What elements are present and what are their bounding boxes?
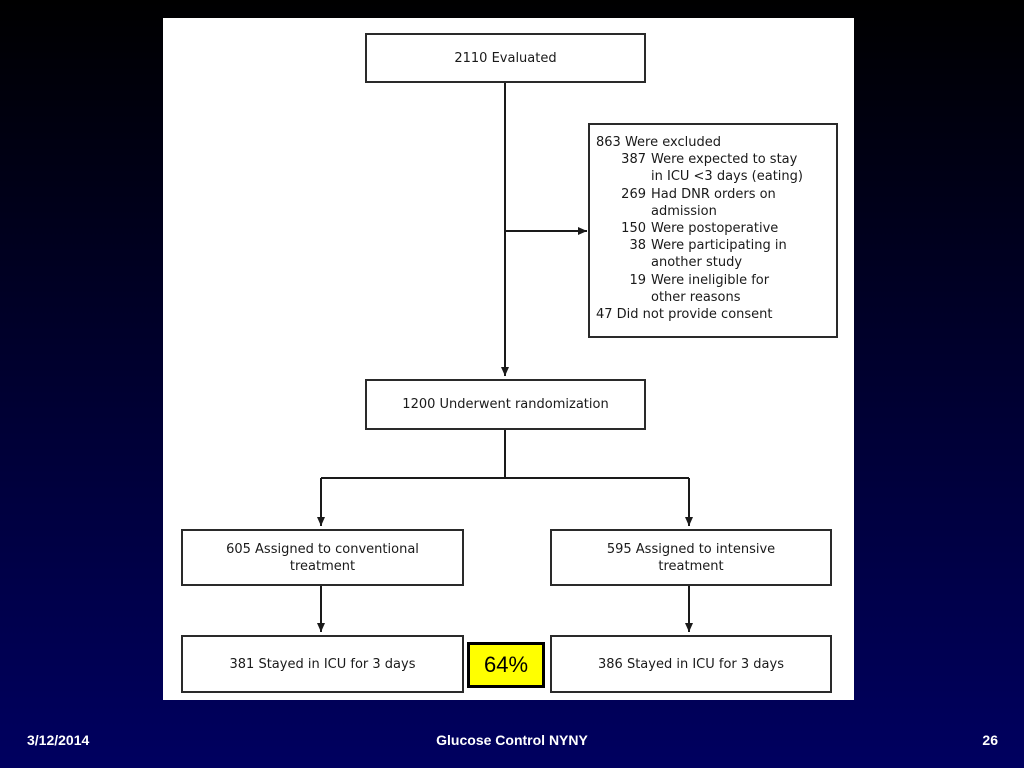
intensive-icu-label: 386 Stayed in ICU for 3 days bbox=[598, 656, 784, 672]
intensive-label-line2: treatment bbox=[658, 558, 724, 574]
footer-page-number: 26 bbox=[982, 732, 998, 748]
exclusion-count: 150 bbox=[621, 221, 646, 237]
exclusion-text: Were postoperative bbox=[651, 221, 779, 237]
intensive-label-line1: 595 Assigned to intensive bbox=[606, 541, 776, 557]
exclusion-count: 38 bbox=[629, 238, 646, 254]
randomization-box: 1200 Underwent randomization bbox=[365, 379, 646, 430]
footer-title: Glucose Control NYNY bbox=[436, 732, 588, 748]
conventional-icu-label: 381 Stayed in ICU for 3 days bbox=[229, 656, 416, 672]
excluded-box: 863 Were excluded 387 Were expected to s… bbox=[588, 123, 838, 338]
intensive-icu-box: 386 Stayed in ICU for 3 days bbox=[550, 635, 832, 693]
exclusion-count: 387 bbox=[621, 152, 646, 168]
exclusion-text: other reasons bbox=[651, 289, 741, 305]
exclusion-count: 269 bbox=[621, 186, 646, 202]
conventional-label-line1: 605 Assigned to conventional bbox=[226, 541, 419, 557]
excluded-header: 863 Were excluded bbox=[596, 135, 721, 150]
footer-date: 3/12/2014 bbox=[27, 732, 90, 748]
conventional-label-line2: treatment bbox=[289, 558, 356, 574]
exclusion-count: 19 bbox=[629, 272, 646, 288]
exclusion-text: Were ineligible for bbox=[651, 272, 770, 288]
exclusion-text: Had DNR orders on bbox=[651, 186, 776, 202]
flowchart-figure: 2110 Evaluated 863 Were excluded 387 Wer… bbox=[163, 18, 854, 700]
evaluated-box: 2110 Evaluated bbox=[365, 33, 646, 83]
exclusion-text: Were participating in bbox=[651, 238, 787, 254]
flowchart-connectors bbox=[317, 82, 693, 632]
excluded-footer: 47 Did not provide consent bbox=[596, 307, 773, 323]
percentage-highlight: 64% bbox=[467, 642, 545, 688]
evaluated-label: 2110 Evaluated bbox=[454, 50, 557, 66]
randomization-label: 1200 Underwent randomization bbox=[402, 397, 609, 412]
exclusion-text: Were expected to stay bbox=[651, 152, 798, 168]
exclusion-text: admission bbox=[651, 203, 717, 219]
exclusion-reason: 150 Were postoperative bbox=[596, 220, 830, 237]
conventional-icu-box: 381 Stayed in ICU for 3 days bbox=[181, 635, 464, 693]
exclusion-text: in ICU <3 days (eating) bbox=[651, 169, 803, 185]
exclusion-text: another study bbox=[651, 255, 743, 271]
